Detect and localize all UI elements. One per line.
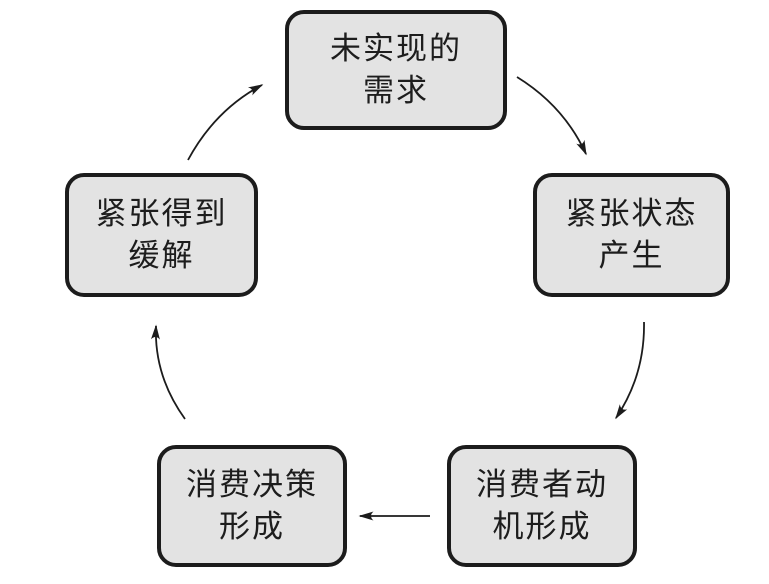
flow-box-decision-forms: 消费决策 形成: [157, 445, 347, 567]
arrow-decision-forms-to-tension-relieved: [150, 324, 186, 420]
arrow-tension-arises-to-motivation-forms: [615, 321, 645, 420]
flow-box-tension-relieved: 紧张得到 缓解: [65, 173, 258, 297]
flow-box-unmet-need: 未实现的 需求: [285, 10, 507, 130]
arrow-tension-relieved-to-unmet-need: [187, 84, 264, 161]
arrow-unmet-need-to-tension-arises: [516, 76, 587, 156]
flow-box-label: 消费决策 形成: [186, 467, 318, 544]
flow-box-label: 消费者动 机形成: [476, 467, 608, 544]
flow-box-tension-arises: 紧张状态 产生: [533, 173, 730, 297]
flow-box-label: 未实现的 需求: [330, 31, 462, 108]
flow-box-motivation-forms: 消费者动 机形成: [447, 445, 637, 567]
flow-box-label: 紧张得到 缓解: [95, 196, 228, 273]
flow-box-label: 紧张状态 产生: [565, 196, 698, 273]
